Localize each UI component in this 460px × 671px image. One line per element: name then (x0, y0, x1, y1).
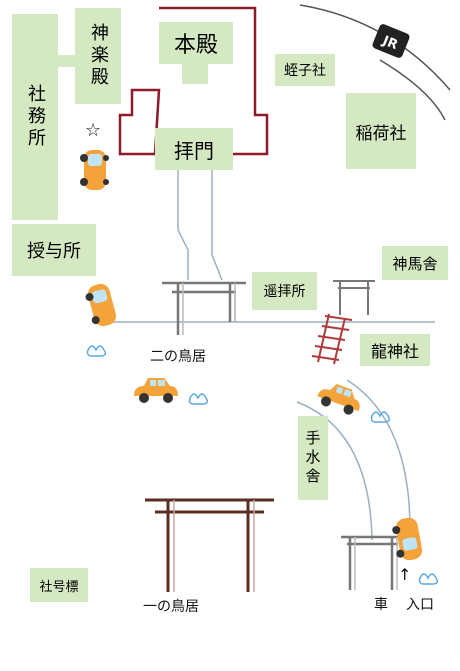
honden-label-box: 本殿 (159, 22, 233, 64)
shinme-label: 神馬舎 (392, 254, 438, 273)
honden-outline (118, 6, 269, 156)
second-torii-label: 二の鳥居 (150, 349, 206, 365)
road-outer (346, 379, 411, 531)
exhaust-icon (418, 566, 442, 586)
juyosho-label: 授与所 (27, 241, 81, 262)
ryujin-torii-row (311, 313, 353, 365)
jr-label: JR (379, 33, 399, 53)
exhaust-icon (370, 404, 394, 424)
kagura-box: 神楽殿 (75, 8, 121, 104)
kagura-label: 神楽殿 (88, 23, 109, 89)
car-icon (130, 374, 182, 406)
inari-label: 稲荷社 (355, 123, 407, 144)
yohai-box: 遥拝所 (252, 272, 317, 310)
shamusho-label: 社務所 (25, 84, 46, 150)
road-inner (296, 401, 373, 541)
entrance-torii (341, 535, 402, 590)
jr-badge: JR (370, 24, 412, 60)
exhaust-icon (188, 386, 212, 406)
juyosho-box: 授与所 (12, 224, 96, 276)
first-torii (145, 498, 274, 592)
ebisu-label: 蛭子社 (284, 63, 326, 79)
car-icon (80, 146, 112, 194)
shamusho-box: 社務所 (12, 14, 58, 220)
ryujin-label: 龍神社 (370, 342, 419, 361)
car-icon (314, 378, 366, 418)
kagura-connector (58, 55, 75, 67)
yohai-label: 遥拝所 (263, 284, 306, 300)
car-label: 車 (374, 597, 388, 613)
ebisu-box: 蛭子社 (275, 54, 335, 86)
temizu-box: 手水舎 (298, 416, 328, 500)
star-marker: ☆ (85, 120, 102, 141)
entrance-torii-inner (354, 537, 398, 590)
approach-path-right (211, 165, 223, 281)
rail-line-lower (379, 59, 446, 121)
shagohyo-box: 社号標 (30, 568, 88, 602)
honden-stem (182, 64, 208, 84)
car-icon (84, 280, 120, 330)
approach-path-left (177, 165, 189, 280)
first-torii-label: 一の鳥居 (143, 599, 199, 615)
shinme-box: 神馬舎 (382, 246, 448, 280)
car-icon (392, 514, 426, 564)
entrance-label: 入口 (406, 597, 434, 613)
ryujin-box: 龍神社 (360, 334, 430, 366)
first-torii-inner (173, 500, 255, 592)
temizu-label: 手水舎 (303, 429, 322, 487)
entrance-arrow: ↑ (398, 565, 412, 584)
haiden-box: 拝門 (155, 128, 233, 170)
second-torii (162, 281, 246, 335)
haiden-label: 拝門 (174, 138, 214, 163)
inari-box: 稲荷社 (346, 93, 416, 169)
honden-label: 本殿 (173, 33, 218, 58)
shagohyo-label: 社号標 (39, 579, 79, 595)
exhaust-icon (86, 338, 110, 358)
second-torii-inner (182, 283, 236, 335)
small-torii-shinme (333, 280, 375, 315)
